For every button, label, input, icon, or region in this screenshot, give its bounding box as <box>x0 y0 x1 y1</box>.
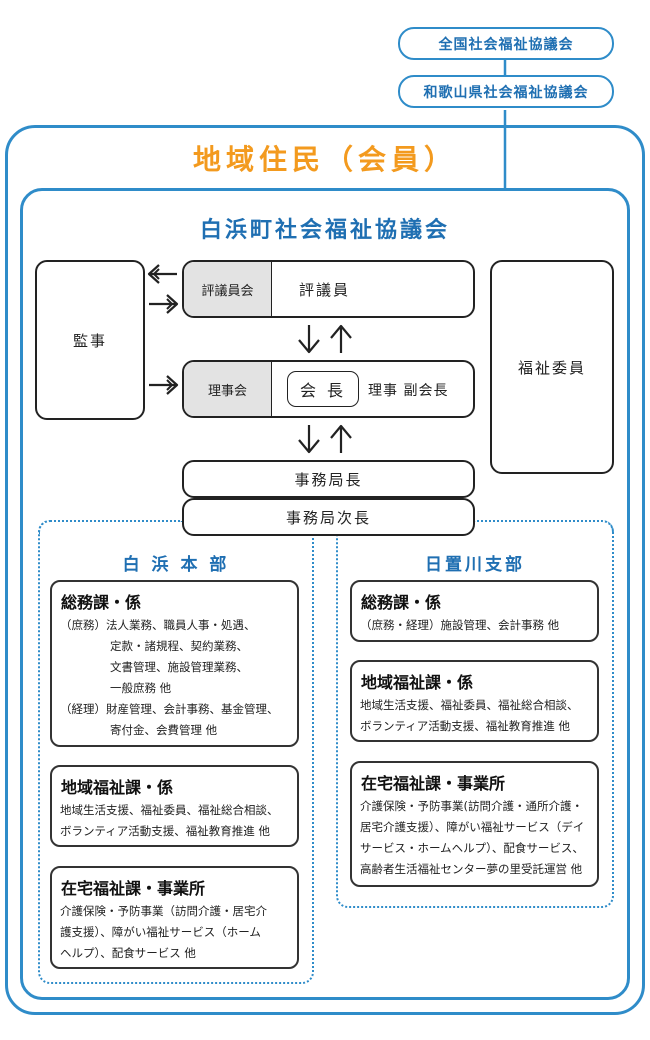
residents-title: 地域住民（会員） <box>192 143 457 176</box>
card-line: 介護保険・予防事業(訪問介護・通所介護・ <box>360 799 583 813</box>
card-line: 介護保険・予防事業（訪問介護・居宅介 <box>60 904 267 918</box>
card-line: （庶務）法人業務、職員人事・処遇、 <box>60 618 256 632</box>
board-label: 理事会 <box>207 383 247 399</box>
card-heading: 総務課・係 <box>361 593 442 612</box>
card-line: ヘルプ）、配食サービス 他 <box>60 946 196 960</box>
deputy-secretary-general-label: 事務局次長 <box>285 508 371 527</box>
card-line: サービス・ホームヘルプ）、配食サービス、 <box>360 841 584 855</box>
updown-arrows-icon <box>295 422 355 456</box>
council-row: 評議員会 評議員 <box>182 260 475 318</box>
board-label-cell: 理事会 <box>184 362 272 416</box>
hikigawa-branch-title: 日置川支部 <box>425 555 525 575</box>
right-arrow-icon <box>147 374 179 396</box>
card-line: 高齢者生活福祉センター夢の里受託運営 他 <box>360 862 583 876</box>
left-home-welfare-card: 在宅福祉課・事業所 介護保険・予防事業（訪問介護・居宅介 護支援）、障がい福祉サ… <box>50 866 299 969</box>
card-line: 寄付金、会費管理 他 <box>110 723 218 737</box>
card-line: （経理）財産管理、会計事務、基金管理、 <box>60 702 279 716</box>
council-member: 評議員 <box>299 281 351 299</box>
card-line: 地域生活支援、福祉委員、福祉総合相談、 <box>60 803 279 817</box>
hikigawa-branch-frame <box>336 520 614 908</box>
left-arrow-icon <box>147 263 179 285</box>
council-label-cell: 評議員会 <box>184 262 272 316</box>
auditor-box: 監事 <box>35 260 145 420</box>
card-heading: 地域福祉課・係 <box>361 673 474 692</box>
right-arrow-icon <box>147 293 179 315</box>
chair-box: 会 長 <box>287 371 359 407</box>
updown-arrows-icon <box>295 322 355 356</box>
welfare-commissioner-label: 福祉委員 <box>517 358 586 377</box>
shirahama-branch-top-left <box>38 520 183 534</box>
board-row: 理事会 会 長 理事 副会長 <box>182 360 475 418</box>
right-community-welfare-card: 地域福祉課・係 地域生活支援、福祉委員、福祉総合相談、 ボランティア活動支援、福… <box>350 660 599 742</box>
card-heading: 地域福祉課・係 <box>61 778 174 797</box>
residents-frame <box>5 125 645 1015</box>
welfare-commissioner-box: 福祉委員 <box>490 260 614 474</box>
auditor-label: 監事 <box>72 331 107 350</box>
chair-label: 会 長 <box>299 381 347 400</box>
card-line: 定款・諸規程、契約業務、 <box>110 639 248 653</box>
card-heading: 在宅福祉課・事業所 <box>361 774 506 793</box>
shirahama-branch-frame <box>38 520 314 984</box>
shirahama-branch-title: 白 浜 本 部 <box>122 555 230 575</box>
card-line: 文書管理、施設管理業務、 <box>110 660 248 674</box>
prefecture-council-badge: 和歌山県社会福祉協議会 <box>398 75 614 108</box>
council-title: 白浜町社会福祉協議会 <box>199 218 450 243</box>
card-line: 居宅介護支援）、障がい福祉サービス（デイ <box>360 820 585 834</box>
card-line: 一般庶務 他 <box>110 681 172 695</box>
board-members: 理事 副会長 <box>368 383 449 399</box>
secretary-general-label: 事務局長 <box>294 470 363 489</box>
left-community-welfare-card: 地域福祉課・係 地域生活支援、福祉委員、福祉総合相談、 ボランティア活動支援、福… <box>50 765 299 847</box>
card-line: ボランティア活動支援、福祉教育推進 他 <box>60 824 270 838</box>
card-heading: 在宅福祉課・事業所 <box>61 879 206 898</box>
card-line: （庶務・経理）施設管理、会計事務 他 <box>360 618 560 632</box>
secretary-general-box: 事務局長 <box>182 460 475 498</box>
left-general-affairs-card: 総務課・係 （庶務）法人業務、職員人事・処遇、 定款・諸規程、契約業務、 文書管… <box>50 580 299 747</box>
card-line: 地域生活支援、福祉委員、福祉総合相談、 <box>360 698 579 712</box>
card-heading: 総務課・係 <box>61 593 142 612</box>
card-line: 護支援）、障がい福祉サービス（ホーム <box>60 925 261 939</box>
deputy-secretary-general-box: 事務局次長 <box>182 498 475 536</box>
right-general-affairs-card: 総務課・係 （庶務・経理）施設管理、会計事務 他 <box>350 580 599 642</box>
national-council-badge: 全国社会福祉協議会 <box>398 27 614 60</box>
right-home-welfare-card: 在宅福祉課・事業所 介護保険・予防事業(訪問介護・通所介護・ 居宅介護支援）、障… <box>350 761 599 887</box>
card-line: ボランティア活動支援、福祉教育推進 他 <box>360 719 570 733</box>
hikigawa-branch-top-right <box>473 520 614 534</box>
council-label: 評議員会 <box>201 283 254 299</box>
